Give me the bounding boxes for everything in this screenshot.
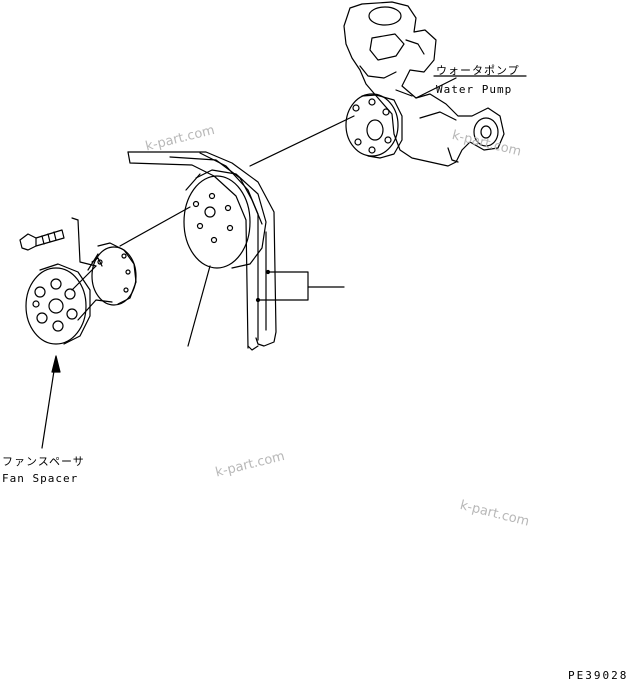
bolt bbox=[19, 229, 65, 251]
fan-pulley bbox=[183, 169, 267, 269]
fan-spacer-label-en: Fan Spacer bbox=[2, 472, 79, 485]
fan-spacer bbox=[25, 242, 137, 345]
fan-spacer-label-jp: ファンスペーサ bbox=[2, 455, 85, 468]
leader-lines bbox=[41, 75, 527, 449]
water-pump bbox=[343, 1, 505, 167]
water-pump-label-en: Water Pump bbox=[436, 83, 513, 96]
water-pump-label-jp: ウォータポンプ bbox=[436, 64, 520, 77]
water-pump-flange bbox=[345, 93, 403, 159]
drawing-code: PE39028 bbox=[568, 669, 629, 682]
v-belt bbox=[127, 151, 277, 351]
